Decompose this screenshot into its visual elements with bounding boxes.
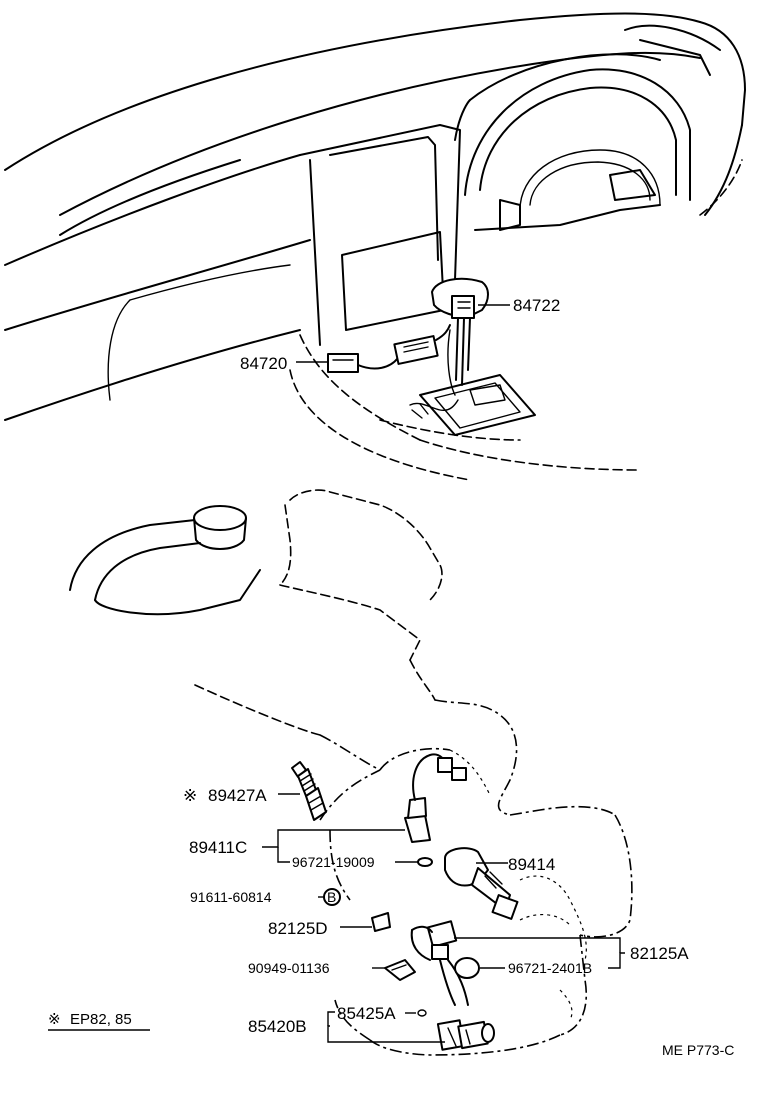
label-89414: 89414 [508,855,555,874]
note-mark: ※ [183,786,197,805]
label-96721-19009: 96721-19009 [292,854,375,870]
label-85425A: 85425A [337,1004,396,1023]
label-84722: 84722 [513,296,560,315]
label-89427A: 89427A [208,786,267,805]
reference-code: ME P773-C [662,1042,734,1058]
label-89411C: 89411C [189,838,247,857]
leader-lines [48,304,625,1043]
label-82125D: 82125D [268,919,328,938]
part-labels: 84722 84720 ※ 89427A 89411C 96721-19009 … [48,296,734,1058]
label-96721-24018: 96721-2401B [508,960,592,976]
footnote-text: EP82, 85 [70,1011,132,1028]
dashboard-illustration [4,12,746,481]
label-85420B: 85420B [248,1017,307,1036]
label-91611-60814: 91611-60814 [190,889,272,905]
label-84720: 84720 [240,354,287,373]
footnote-mark: ※ [48,1011,61,1028]
label-82125A: 82125A [630,944,689,963]
bolt-marker: B [327,889,336,905]
label-90949-01136: 90949-01136 [248,960,330,976]
sensor-parts [291,753,519,1051]
